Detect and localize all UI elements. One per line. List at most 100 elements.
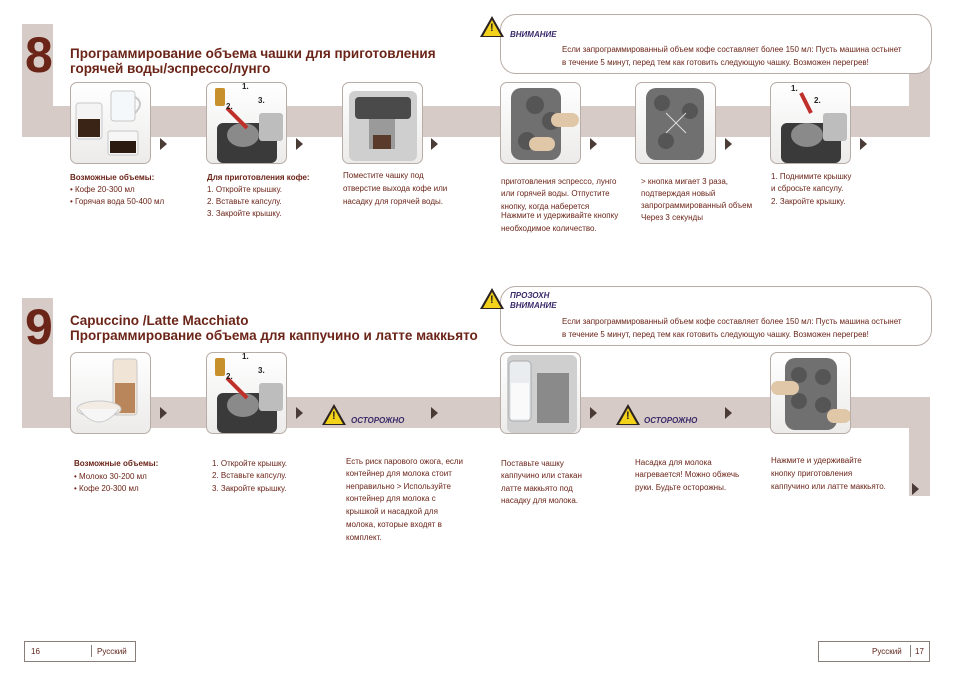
section8-warning-line2: в течение 5 минут, перед тем как готовит… [562, 58, 869, 67]
flow-arrow-icon [431, 138, 438, 150]
section8-warning-label: ВНИМАНИЕ [510, 30, 557, 39]
section8-warning-line1: Если запрограммированный объем кофе сост… [562, 45, 902, 54]
section8-col7-line3: 2. Закройте крышку. [771, 197, 846, 206]
page-number-right: 17 [915, 647, 924, 656]
section9-col5-line2: нагревается! Можно обжечь [635, 470, 740, 479]
section9-step3-label: 3. [258, 366, 265, 375]
page-number-left: 16 [31, 647, 40, 656]
section8-title-line2: горячей воды/эспрессо/лунго [70, 61, 271, 76]
section9-warning-label1: ПРОЗОХН [510, 291, 550, 300]
machine-photo-8 [342, 82, 423, 164]
flow-arrow-icon [725, 407, 732, 419]
buttons-blink-photo [635, 82, 716, 164]
section9-band-right [909, 397, 930, 496]
section8-col2-line2: 2. Вставьте капсулу. [207, 197, 282, 206]
section9-col2-line2: 2. Вставьте капсулу. [212, 471, 287, 480]
footer-left: 16 Русский [24, 641, 136, 662]
section9-col5-line1: Насадка для молока [635, 458, 712, 467]
section9-col6-line3: каппучино или латте маккьято. [771, 482, 886, 491]
section8-col6-line3: запрограммированный объем [641, 201, 753, 210]
section8-number: 8 [25, 27, 53, 83]
section8-title-line1: Программирование объема чашки для пригот… [70, 46, 436, 61]
flow-arrow-icon [725, 138, 732, 150]
section8-col2-heading: Для приготовления кофе: [207, 173, 310, 182]
section8-step3-label: 3. [258, 96, 265, 105]
section9-col3-line4: контейнер для молока с [346, 494, 436, 503]
section9-warning-box [500, 286, 932, 346]
section9-col4-line3: латте маккьято под [501, 484, 573, 493]
section9-col3-line5: крышкой и насадкой для [346, 507, 438, 516]
section8-step1-label: 1. [242, 82, 249, 91]
milk-machine-photo [500, 352, 581, 434]
flow-arrow-icon [296, 407, 303, 419]
section9-col3-line7: комплект. [346, 533, 382, 542]
section8-col1-line1: • Кофе 20-300 мл [70, 185, 135, 194]
section9-col3-line6: молока, которые входят в [346, 520, 442, 529]
buttons-press-photo [500, 82, 581, 164]
footer-divider [91, 645, 92, 657]
section8-col5-line1: приготовления эспрессо, лунго [501, 177, 617, 186]
caution-icon: ! [322, 404, 346, 426]
cappuccino-latte-photo [70, 352, 151, 434]
section8-warning-box [500, 14, 932, 74]
section9-title-line2: Программирование объема для каппучино и … [70, 328, 478, 343]
section8-step2-label: 2. [226, 102, 233, 111]
section8-warning-icon: ! [480, 16, 504, 38]
footer-divider [910, 645, 911, 657]
section8-eject-step1-label: 1. [791, 84, 798, 93]
section9-col6-line2: кнопку приготовления [771, 469, 853, 478]
section9-step2-label: 2. [226, 372, 233, 381]
section8-col5-line3: кнопку, когда наберется [501, 202, 590, 211]
flow-arrow-icon [431, 407, 438, 419]
section9-step1-label: 1. [242, 352, 249, 361]
section8-col7-line2: и сбросьте капсулу. [771, 184, 844, 193]
section9-col3-line2: контейнер для молока стоит [346, 469, 452, 478]
section9-col4-line4: насадку для молока. [501, 496, 579, 505]
section9-title-line1: Capuccino /Latte Macchiato [70, 313, 249, 328]
section9-col6-line1: Нажмите и удерживайте [771, 456, 862, 465]
section9-col4-line1: Поставьте чашку [501, 459, 564, 468]
flow-arrow-icon [160, 407, 167, 419]
section9-col1-line1: • Молоко 30-200 мл [74, 472, 147, 481]
flow-arrow-icon [590, 138, 597, 150]
language-label-right: Русский [872, 647, 902, 656]
section9-band-vertical [22, 298, 53, 404]
language-label-left: Русский [97, 647, 127, 656]
flow-arrow-icon [860, 138, 867, 150]
section8-col1-heading: Возможные объемы: [70, 173, 155, 182]
section9-col3-line1: Есть риск парового ожога, если [346, 457, 464, 466]
section9-col1-heading: Возможные объемы: [74, 459, 159, 468]
section8-col3-line1: Поместите чашку под [343, 171, 424, 180]
caution-label-2: ОСТОРОЖНО [644, 416, 698, 425]
section8-col6-line1: > кнопка мигает 3 раза, [641, 177, 728, 186]
section9-col2-line1: 1. Откройте крышку. [212, 459, 288, 468]
section8-col1-line2: • Горячая вода 50-400 мл [70, 197, 165, 206]
section9-warning-icon: ! [480, 288, 504, 310]
section8-col6-line4: Через 3 секунды [641, 213, 703, 222]
cappuccino-button-press-photo [770, 352, 851, 434]
section9-warning-line1: Если запрограммированный объем кофе сост… [562, 317, 902, 326]
capsule-eject-photo [770, 82, 851, 164]
section8-col7-line1: 1. Поднимите крышку [771, 172, 852, 181]
section8-eject-step2-label: 2. [814, 96, 821, 105]
capsule-insert-photo-9 [206, 352, 287, 434]
cups-photo [70, 82, 151, 164]
section8-col5-line4: Нажмите и удерживайте кнопку [501, 211, 619, 220]
section8-col2-line1: 1. Откройте крышку. [207, 185, 283, 194]
section9-warning-label2: ВНИМАНИЕ [510, 301, 557, 310]
section8-col3-line3: насадку для горячей воды. [343, 197, 443, 206]
flow-arrow-icon [160, 138, 167, 150]
section8-col5-line2: или горячей воды. Отпустите [501, 189, 610, 198]
section9-number: 9 [25, 299, 53, 355]
section9-col2-line3: 3. Закройте крышку. [212, 484, 287, 493]
flow-arrow-icon [296, 138, 303, 150]
section9-col5-line3: руки. Будьте осторожны. [635, 483, 727, 492]
flow-arrow-icon [590, 407, 597, 419]
caution-icon: ! [616, 404, 640, 426]
caution-label-1: ОСТОРОЖНО [351, 416, 405, 425]
section8-col5-line5: необходимое количество. [501, 224, 597, 233]
section8-col3-line2: отверстие выхода кофе или [343, 184, 448, 193]
section9-warning-line2: в течение 5 минут, перед тем как готовит… [562, 330, 869, 339]
section8-col2-line3: 3. Закройте крышку. [207, 209, 282, 218]
footer-right: Русский 17 [818, 641, 930, 662]
